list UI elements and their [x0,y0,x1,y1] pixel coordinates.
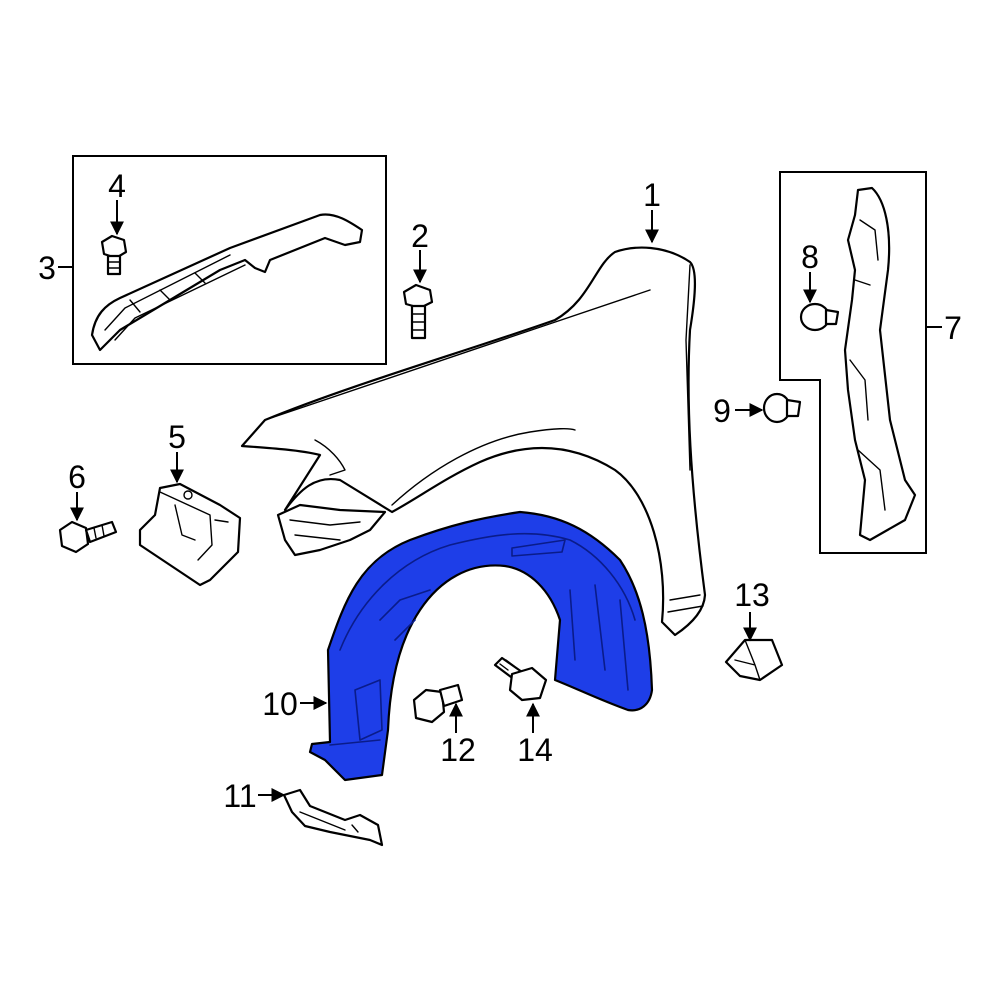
callout-7[interactable]: 7 [944,310,962,346]
fender-liner-part[interactable] [308,510,654,782]
callout-11[interactable]: 11 [223,778,256,814]
clip-part-8[interactable] [799,302,840,332]
box-group-3 [72,155,387,365]
fender-apron-seal-part[interactable] [843,186,917,542]
clip-part-9[interactable] [762,392,802,424]
callout-10[interactable]: 10 [262,686,298,722]
callout-3[interactable]: 3 [38,250,56,286]
box-group-7 [779,171,927,554]
bracket-part-5[interactable] [138,482,242,587]
bolt-part-4[interactable] [100,234,128,276]
callout-9[interactable]: 9 [713,393,731,429]
callout-6[interactable]: 6 [68,459,86,495]
callout-14[interactable]: 14 [517,732,553,768]
bolt-part-12[interactable] [412,683,464,724]
bolt-part-2[interactable] [402,283,434,340]
callout-5[interactable]: 5 [168,419,186,455]
callout-8[interactable]: 8 [801,239,819,275]
bracket-part-11[interactable] [282,788,384,847]
clip-part-13[interactable] [724,638,784,682]
screw-part-14[interactable] [493,656,548,702]
callout-2[interactable]: 2 [411,218,429,254]
callout-13[interactable]: 13 [734,577,770,613]
callout-12[interactable]: 12 [440,732,476,768]
callout-1[interactable]: 1 [643,177,661,213]
bolt-part-6[interactable] [58,520,118,554]
fender-part[interactable] [240,246,707,637]
fender-seal-part[interactable] [90,213,364,352]
callout-4[interactable]: 4 [108,168,126,204]
